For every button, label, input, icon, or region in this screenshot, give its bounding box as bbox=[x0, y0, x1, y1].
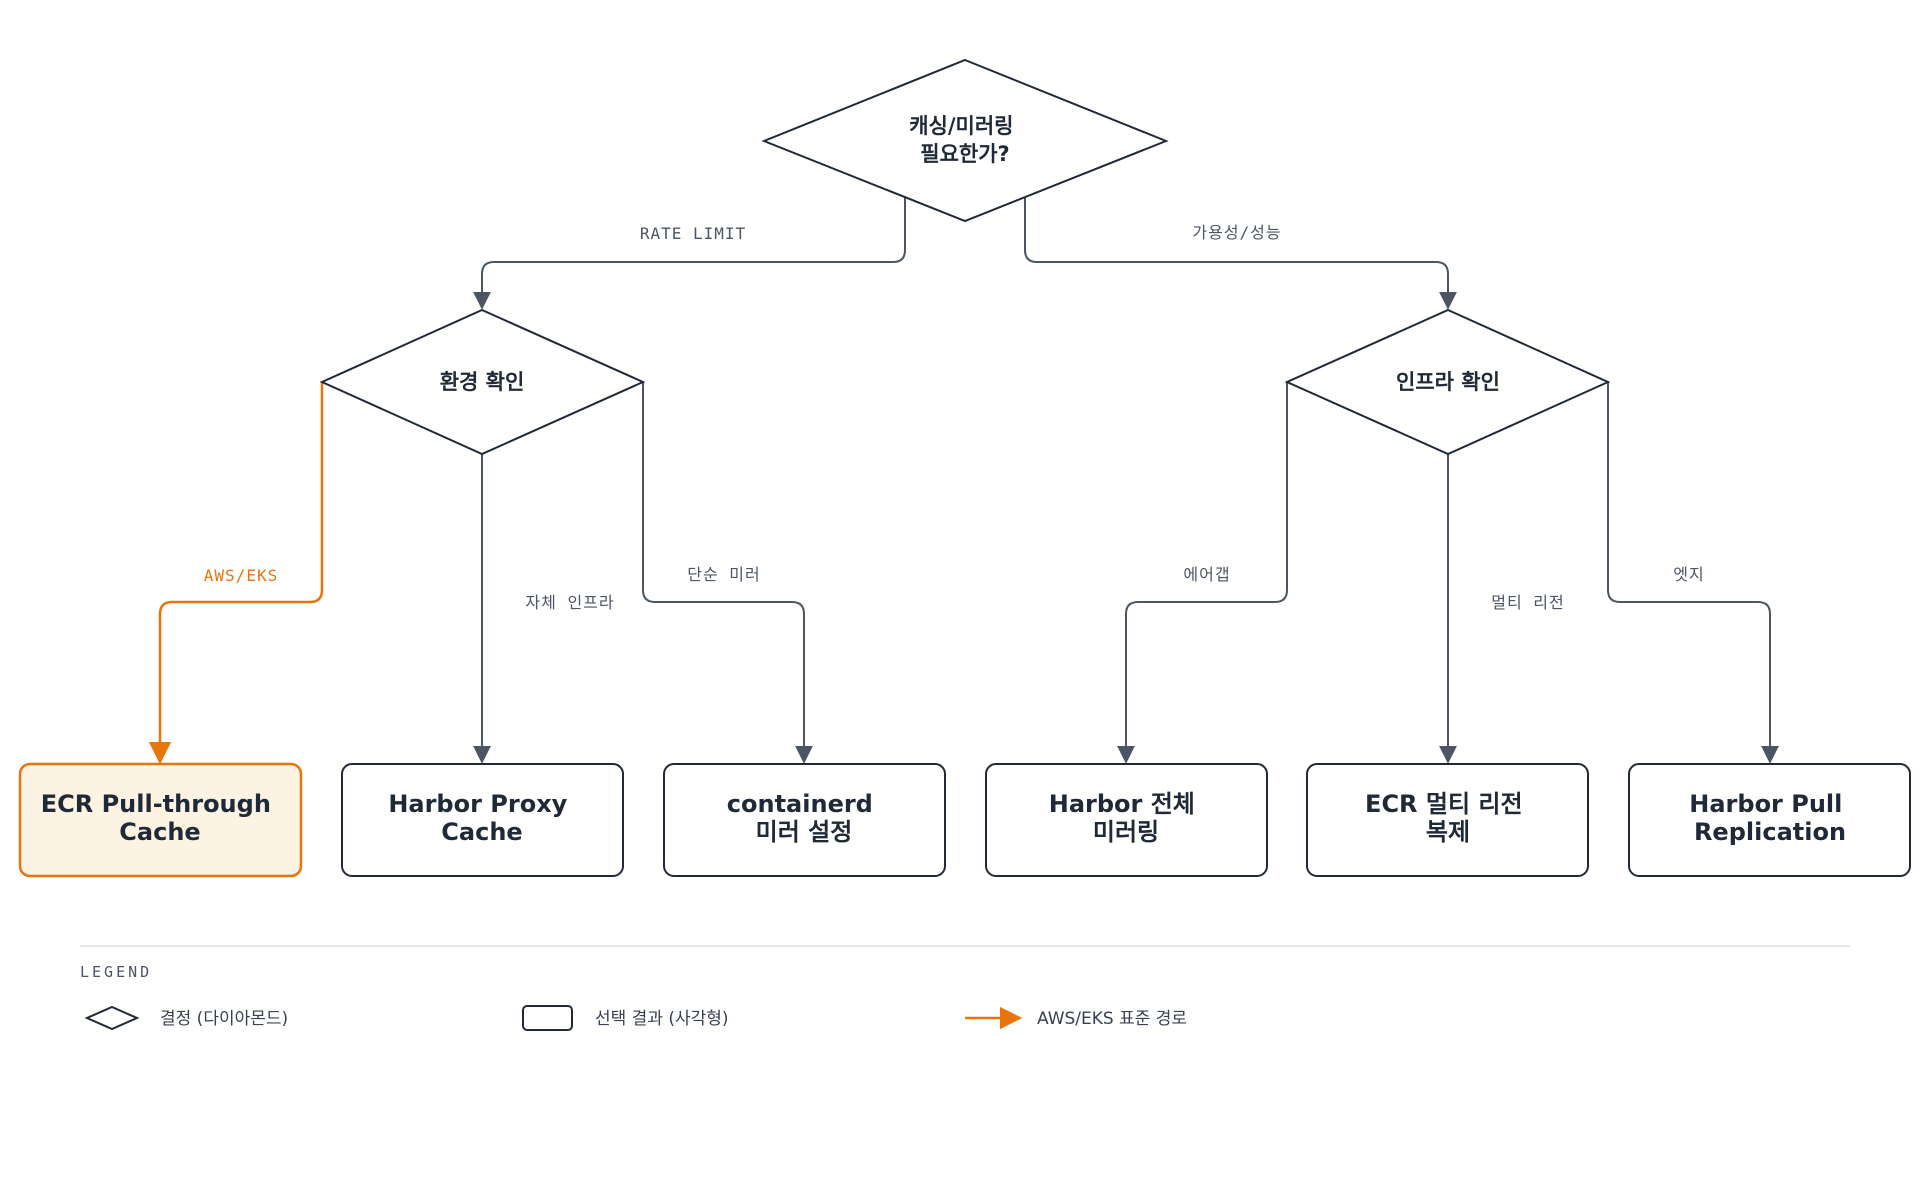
result-harbor-pull-line-2: Replication bbox=[1694, 818, 1846, 846]
edge-infra-to-harbor-pull bbox=[1607, 382, 1779, 764]
result-containerd-box bbox=[663, 763, 946, 877]
result-harbor-full-mirror: Harbor 전체 미러링 bbox=[985, 763, 1268, 877]
decision-root: 캐싱/미러링 필요한가? bbox=[761, 58, 1169, 223]
edge-label-edge: 엣지 bbox=[1673, 565, 1704, 584]
result-harbor-full-box bbox=[985, 763, 1268, 877]
result-harbor-full-line-2: 미러링 bbox=[1093, 818, 1159, 846]
result-ecr-pull-through-cache: ECR Pull-through Cache bbox=[18, 762, 303, 878]
edge-env-to-ecr-ptc bbox=[148, 382, 324, 765]
edge-infra-to-harbor-full bbox=[1117, 382, 1288, 764]
result-harbor-pull-label: Harbor Pull Replication bbox=[1689, 790, 1850, 846]
result-harbor-pull-replication: Harbor Pull Replication bbox=[1628, 763, 1911, 877]
result-containerd-label: containerd 미러 설정 bbox=[727, 790, 881, 846]
edge-env-to-containerd bbox=[642, 382, 813, 764]
result-ecr-ptc-box bbox=[18, 762, 303, 878]
result-harbor-proxy-line-1: Harbor Proxy bbox=[388, 790, 567, 818]
edge-label-airgap: 에어갭 bbox=[1183, 565, 1230, 584]
legend-rectangle-icon bbox=[522, 1005, 573, 1031]
edge-label-availability: 가용성/성능 bbox=[1192, 223, 1281, 242]
decision-env-diamond bbox=[319, 308, 646, 456]
edge-label-multi-region: 멀티 리전 bbox=[1491, 593, 1565, 612]
result-containerd-line-1: containerd bbox=[727, 790, 873, 818]
decision-root-line-1: 캐싱/미러링 bbox=[909, 114, 1013, 138]
edge-label-simple-mirror: 단순 미러 bbox=[687, 565, 761, 584]
result-ecr-ptc-line-2: Cache bbox=[119, 818, 200, 846]
result-harbor-full-label: Harbor 전체 미러링 bbox=[1049, 790, 1204, 846]
decision-infra-diamond bbox=[1284, 308, 1611, 456]
edge-label-rate-limit: RATE LIMIT bbox=[640, 224, 746, 243]
decision-env-label: 환경 확인 bbox=[440, 370, 525, 394]
result-ecr-multi-line-2: 복제 bbox=[1426, 818, 1470, 846]
result-ecr-multi-region: ECR 멀티 리전 복제 bbox=[1306, 763, 1589, 877]
result-ecr-multi-label: ECR 멀티 리전 복제 bbox=[1365, 790, 1531, 846]
decision-root-label: 캐싱/미러링 필요한가? bbox=[909, 114, 1021, 166]
result-ecr-ptc-line-1: ECR Pull-through bbox=[41, 790, 271, 818]
legend-decision-label: 결정 (다이아몬드) bbox=[160, 1009, 288, 1029]
edge-label-aws-eks: AWS/EKS bbox=[204, 566, 278, 585]
result-harbor-full-line-1: Harbor 전체 bbox=[1049, 790, 1195, 818]
result-containerd-mirror: containerd 미러 설정 bbox=[663, 763, 946, 877]
edges bbox=[148, 196, 1779, 765]
result-harbor-proxy-label: Harbor Proxy Cache bbox=[388, 790, 575, 846]
decision-root-line-2: 필요한가? bbox=[920, 142, 1009, 166]
result-ecr-multi-line-1: ECR 멀티 리전 bbox=[1365, 790, 1523, 818]
result-ecr-multi-box bbox=[1306, 763, 1589, 877]
decision-infra: 인프라 확인 bbox=[1284, 308, 1611, 456]
result-harbor-proxy-line-2: Cache bbox=[441, 818, 522, 846]
legend-title: LEGEND bbox=[80, 963, 152, 981]
decision-env: 환경 확인 bbox=[319, 308, 646, 456]
decision-root-diamond bbox=[761, 58, 1169, 223]
result-harbor-proxy-cache: Harbor Proxy Cache bbox=[341, 763, 624, 877]
result-harbor-pull-line-1: Harbor Pull bbox=[1689, 790, 1842, 818]
decision-infra-label: 인프라 확인 bbox=[1396, 370, 1500, 394]
result-ecr-ptc-label: ECR Pull-through Cache bbox=[41, 790, 280, 846]
legend: LEGEND 결정 (다이아몬드) 선택 결과 (사각형) AWS/EKS 표준… bbox=[80, 945, 1850, 1031]
legend-diamond-icon bbox=[84, 1005, 140, 1031]
edge-label-self-infra: 자체 인프라 bbox=[525, 593, 614, 612]
legend-standard-path-label: AWS/EKS 표준 경로 bbox=[1037, 1009, 1187, 1029]
edge-root-to-infra bbox=[1024, 196, 1457, 310]
result-harbor-pull-box bbox=[1628, 763, 1911, 877]
edge-root-to-env bbox=[473, 196, 906, 310]
legend-result-label: 선택 결과 (사각형) bbox=[595, 1009, 729, 1029]
result-harbor-proxy-box bbox=[341, 763, 624, 877]
edge-labels: RATE LIMIT 가용성/성능 AWS/EKS 자체 인프라 단순 미러 에… bbox=[204, 223, 1704, 612]
result-containerd-line-2: 미러 설정 bbox=[756, 818, 853, 846]
